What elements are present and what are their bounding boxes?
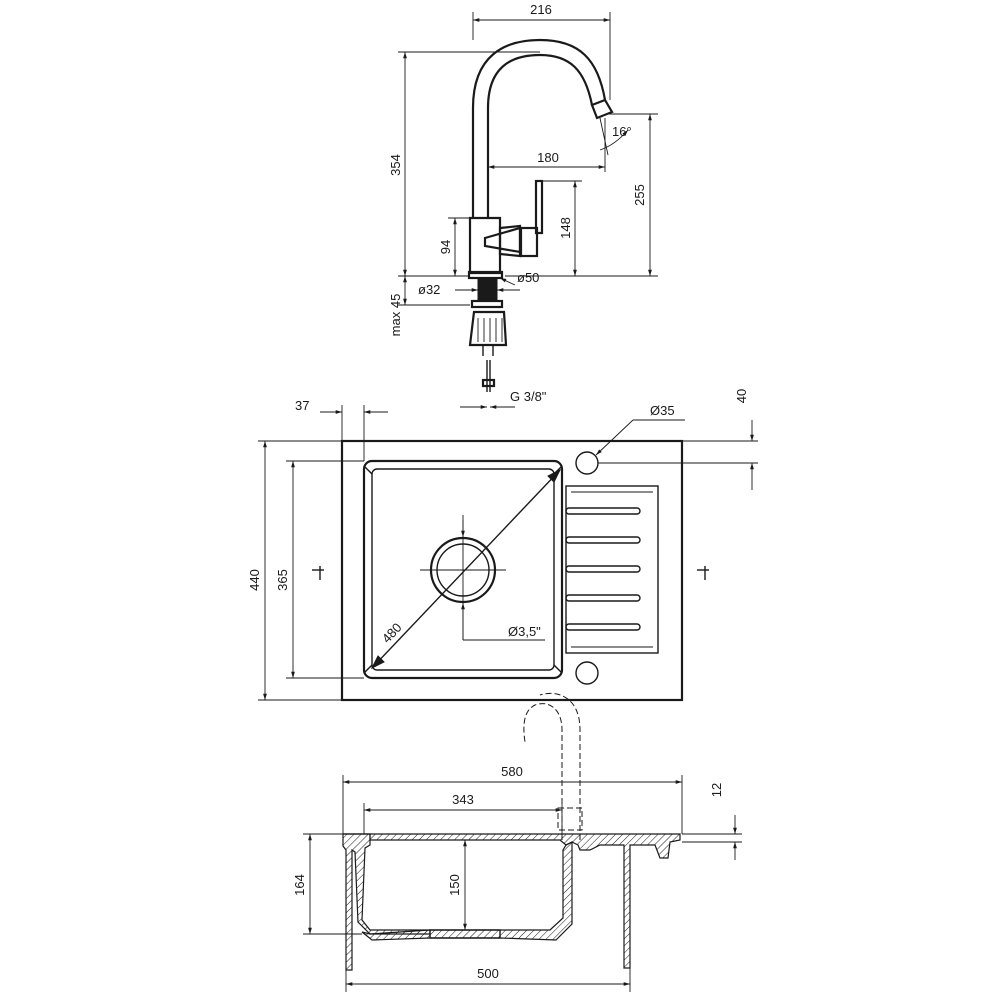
faucet-lever-joint xyxy=(483,226,522,254)
sink-bowl xyxy=(362,459,564,680)
faucet-spout-outer xyxy=(471,38,607,218)
drainboard xyxy=(565,485,659,654)
faucet-lever-handle xyxy=(534,179,544,235)
sink-section-view xyxy=(303,692,742,992)
dim-spout-height: 255 xyxy=(632,184,647,206)
faucet-shank xyxy=(477,278,498,302)
sink-wall-left xyxy=(342,833,431,971)
faucet-aerator xyxy=(590,98,614,120)
faucet-mounting-nut xyxy=(468,310,508,347)
dim-max-thickness: max 45 xyxy=(388,294,403,337)
dim-connection-thread: G 3/8" xyxy=(510,389,547,404)
dim-cabinet-width: 580 xyxy=(501,764,523,779)
dim-bowl-diagonal: 480 xyxy=(379,620,405,646)
dim-rim-thickness: 12 xyxy=(709,783,724,797)
hose-connector xyxy=(481,378,496,388)
faucet-base-flange xyxy=(467,270,504,280)
dim-lever-height: 148 xyxy=(558,217,573,239)
dim-shank-diameter: ø32 xyxy=(418,282,440,297)
tap-hole-optional xyxy=(575,661,599,685)
drainboard-groove xyxy=(565,507,641,515)
dim-hole-offset: 40 xyxy=(734,389,749,403)
drainboard-groove xyxy=(565,536,641,544)
faucet-phantom xyxy=(523,692,581,840)
drainboard-groove xyxy=(565,565,641,573)
sink-bowl-inner xyxy=(371,468,555,671)
dim-bowl-offset: 37 xyxy=(295,398,309,413)
dim-faucet-width: 216 xyxy=(530,2,552,17)
dim-total-height: 164 xyxy=(292,874,307,896)
dim-faucet-height: 354 xyxy=(388,154,403,176)
drainboard-groove xyxy=(565,623,641,631)
dim-base-diameter: ø50 xyxy=(517,270,539,285)
faucet-washer xyxy=(470,299,504,309)
sink-bowl-bottom xyxy=(361,841,573,941)
drainboard-groove xyxy=(565,594,641,602)
tap-hole xyxy=(575,451,599,475)
dim-base-width: 500 xyxy=(477,966,499,981)
sink-deck xyxy=(343,833,681,969)
bowl-diagonal xyxy=(371,469,561,669)
sink-outline xyxy=(340,439,684,702)
dim-bowl-height: 150 xyxy=(447,874,462,896)
sink-top-view xyxy=(258,405,758,702)
dim-spout-reach: 180 xyxy=(537,150,559,165)
dim-drain-diameter: Ø3,5" xyxy=(508,624,541,639)
dim-section-bowl-width: 343 xyxy=(452,792,474,807)
dim-spout-angle: 16° xyxy=(612,124,632,139)
dim-body-height: 94 xyxy=(438,240,453,254)
dim-hole-diameter: Ø35 xyxy=(650,403,675,418)
faucet-side-view xyxy=(398,12,658,409)
faucet-lever-block xyxy=(519,226,539,258)
faucet-spout-inner xyxy=(486,53,594,218)
dim-sink-depth: 440 xyxy=(247,569,262,591)
dim-bowl-depth: 365 xyxy=(275,569,290,591)
